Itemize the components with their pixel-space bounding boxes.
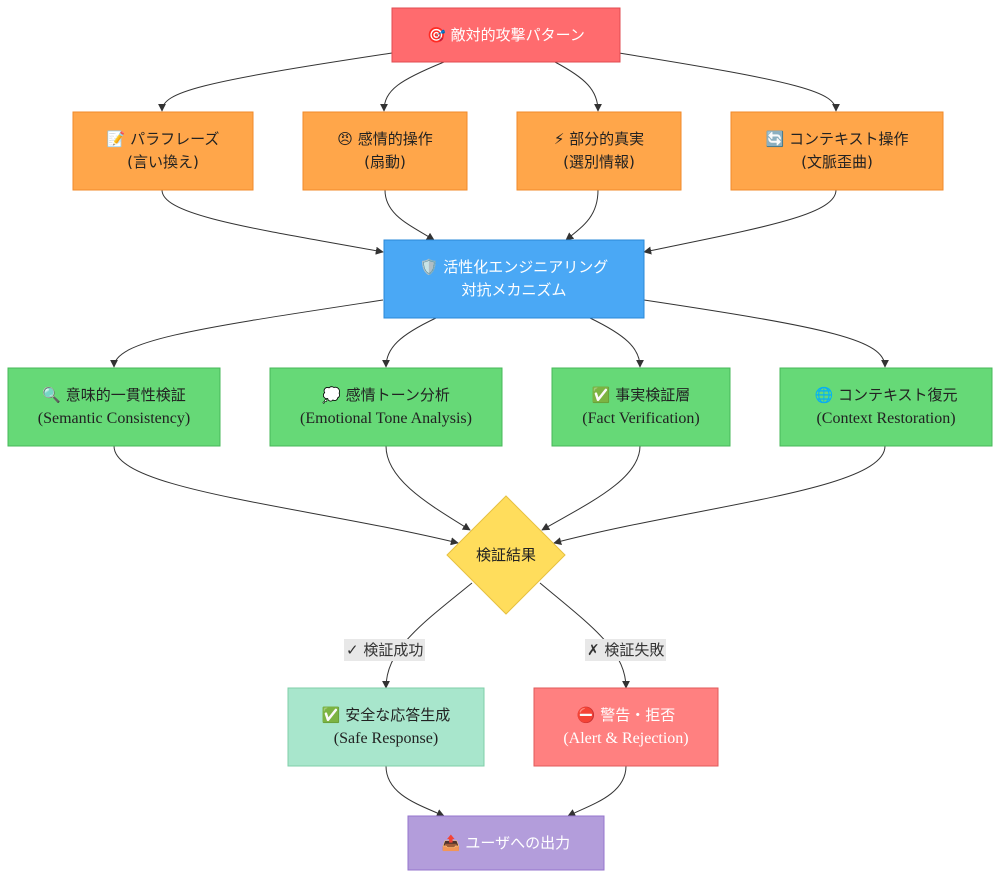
node-semantic: 🔍 意味的一貫性検証 (Semantic Consistency) xyxy=(8,368,220,446)
node-context-manip-title: 🔄 コンテキスト操作 xyxy=(765,130,909,148)
node-fact: ✅ 事実検証層 (Fact Verification) xyxy=(552,368,730,446)
node-paraphrase-subtitle: (言い換え) xyxy=(127,153,199,171)
edge-emotional-activation xyxy=(384,189,435,241)
node-partial-truth-title: ⚡ 部分的真実 xyxy=(553,130,645,148)
node-paraphrase: 📝 パラフレーズ (言い換え) xyxy=(73,112,253,190)
node-restore: 🌐 コンテキスト復元 (Context Restoration) xyxy=(780,368,992,446)
node-safe-shape xyxy=(287,687,485,767)
node-context-shape xyxy=(730,111,944,191)
edge-safe-output xyxy=(385,765,445,817)
node-tone-shape xyxy=(269,367,503,447)
node-output-title: 📤 ユーザへの出力 xyxy=(441,833,571,852)
node-adversarial-shape xyxy=(391,7,621,63)
node-paraphrase-title: 📝 パラフレーズ xyxy=(106,130,220,148)
node-output-shape xyxy=(407,815,605,871)
edge-adversarial-paraphrase xyxy=(158,52,393,112)
edge-label-success: ✓ 検証成功 xyxy=(344,639,426,661)
edge-result-safe xyxy=(382,582,473,689)
node-safe-subtitle: (Safe Response) xyxy=(333,730,439,747)
node-emotional-shape xyxy=(302,111,468,191)
node-activation-title: 🛡️ 活性化エンジニアリング xyxy=(419,258,609,276)
node-safe: ✅ 安全な応答生成 (Safe Response) xyxy=(288,688,484,766)
node-semantic-subtitle: (Semantic Consistency) xyxy=(37,410,191,427)
node-partial-truth: ⚡ 部分的真実 (選別情報) xyxy=(517,112,681,190)
node-tone-subtitle: (Emotional Tone Analysis) xyxy=(300,410,472,427)
edge-activation-fact xyxy=(589,317,644,368)
node-activation-shape xyxy=(383,239,645,319)
node-emotional: 😠 感情的操作 (扇動) xyxy=(303,112,467,190)
edge-tone-result xyxy=(385,445,471,531)
node-paraphrase-shape xyxy=(72,111,254,191)
edge-result-alert xyxy=(539,582,630,689)
node-partial-truth-subtitle: (選別情報) xyxy=(563,153,635,171)
node-fact-subtitle: (Fact Verification) xyxy=(582,410,700,427)
node-context-manip: 🔄 コンテキスト操作 (文脈歪曲) xyxy=(731,112,943,190)
node-adversarial: 🎯 敵対的攻撃パターン xyxy=(392,8,620,62)
edge-partial-activation xyxy=(565,189,599,241)
node-alert-shape xyxy=(533,687,719,767)
edge-adversarial-context xyxy=(618,52,840,112)
node-alert-subtitle: (Alert & Rejection) xyxy=(563,730,689,747)
edge-restore-result xyxy=(553,445,886,546)
node-fact-title: ✅ 事実検証層 xyxy=(591,386,691,404)
node-result-label: 検証結果 xyxy=(475,546,536,564)
node-restore-title: 🌐 コンテキスト復元 xyxy=(814,386,958,404)
node-semantic-shape xyxy=(7,367,221,447)
node-output: 📤 ユーザへの出力 xyxy=(408,816,604,870)
edge-activation-semantic xyxy=(110,299,384,368)
edge-adversarial-partial xyxy=(554,61,602,112)
edge-activation-restore xyxy=(643,299,889,368)
node-restore-shape xyxy=(779,367,993,447)
node-alert-title: ⛔ 警告・拒否 xyxy=(576,706,676,724)
node-fact-shape xyxy=(551,367,731,447)
node-adversarial-title: 🎯 敵対的攻撃パターン xyxy=(427,25,585,44)
node-result-shape xyxy=(446,495,566,615)
edge-alert-output xyxy=(567,765,627,817)
node-tone-title: 💭 感情トーン分析 xyxy=(322,386,450,404)
node-alert: ⛔ 警告・拒否 (Alert & Rejection) xyxy=(534,688,718,766)
node-safe-title: ✅ 安全な応答生成 xyxy=(321,706,451,724)
node-emotional-title: 😠 感情的操作 xyxy=(337,130,433,148)
node-semantic-title: 🔍 意味的一貫性検証 xyxy=(42,386,186,404)
node-emotional-subtitle: (扇動) xyxy=(364,153,406,171)
node-tone: 💭 感情トーン分析 (Emotional Tone Analysis) xyxy=(270,368,502,446)
edge-fact-result xyxy=(541,445,641,531)
node-activation-subtitle: 対抗メカニズム xyxy=(461,281,567,299)
node-restore-subtitle: (Context Restoration) xyxy=(816,410,956,427)
edge-label-failure: ✗ 検証失敗 xyxy=(585,639,667,661)
node-partial-shape xyxy=(516,111,682,191)
node-context-manip-subtitle: (文脈歪曲) xyxy=(801,153,873,171)
edge-adversarial-emotional xyxy=(380,61,445,112)
node-activation: 🛡️ 活性化エンジニアリング 対抗メカニズム xyxy=(384,240,644,318)
edge-semantic-result xyxy=(113,445,459,546)
edge-context-activation xyxy=(643,189,837,255)
edge-activation-tone xyxy=(382,317,437,368)
edge-paraphrase-activation xyxy=(161,189,384,255)
